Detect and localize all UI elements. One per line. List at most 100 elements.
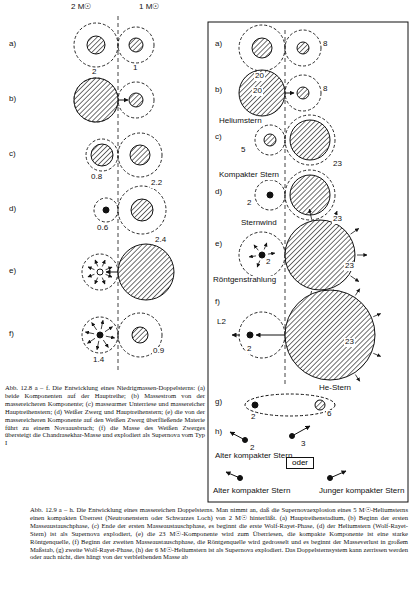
roche-lobe <box>239 312 285 358</box>
mass-stream <box>256 335 285 336</box>
figure-label: L2 <box>216 318 227 327</box>
ray <box>105 327 113 332</box>
roche-lobe <box>74 23 118 67</box>
figure-label: 20 <box>252 87 263 96</box>
ray <box>106 336 115 338</box>
ray <box>106 267 112 270</box>
ray <box>92 322 97 330</box>
ray <box>106 274 112 277</box>
ray <box>101 320 103 329</box>
figure-label: d) <box>8 205 17 214</box>
ray <box>103 340 108 348</box>
stellar-wind <box>309 209 311 219</box>
roche-lobe <box>82 254 118 290</box>
ray <box>97 341 99 350</box>
figure-label: 2.4 <box>154 236 167 245</box>
roche-lobe <box>86 139 118 171</box>
mass-stream <box>118 100 128 101</box>
figure-label: 2 <box>250 413 256 422</box>
figure-label: 6 <box>326 410 332 419</box>
roche-lobe <box>285 75 321 111</box>
figure-label: Heliumstern <box>218 117 263 126</box>
figure-label: c) <box>8 150 17 159</box>
figure-label: e) <box>214 240 223 249</box>
figure-label: 2 <box>91 68 97 77</box>
figure-label: 1 M☉ <box>138 3 160 12</box>
figure-label: 23 <box>344 338 355 347</box>
roche-lobe <box>118 27 154 63</box>
star <box>264 134 276 146</box>
white-dwarf <box>97 269 103 275</box>
figure-label: g) <box>214 398 223 407</box>
figure-label: 0.6 <box>96 224 109 233</box>
mass-stream <box>285 93 294 94</box>
roche-lobe <box>118 82 154 118</box>
ray <box>254 245 258 250</box>
roche-lobe <box>255 180 285 210</box>
stellar-wind <box>357 255 367 256</box>
figure-label: Junger kompakter Stern <box>318 487 405 496</box>
star <box>74 78 118 122</box>
figure-label: Röntgenstrahlung <box>212 276 277 285</box>
ray <box>257 261 260 268</box>
star <box>91 144 113 166</box>
star <box>285 290 375 380</box>
ray <box>249 256 256 257</box>
stellar-wind <box>355 289 359 296</box>
compact-star <box>247 332 253 338</box>
figure-label: Kompakter Stern <box>218 171 280 180</box>
alternative-box: oder <box>286 457 314 470</box>
star <box>315 400 325 410</box>
ray <box>87 338 95 343</box>
roche-lobe <box>255 125 285 155</box>
orbit <box>245 394 335 416</box>
figure-label: 8 <box>322 40 328 49</box>
ray <box>95 278 98 284</box>
figure-label: d) <box>214 188 223 197</box>
stellar-wind <box>373 314 380 317</box>
figure-label: h) <box>214 428 223 437</box>
star <box>129 38 143 52</box>
star <box>290 175 330 215</box>
roche-lobe <box>239 25 285 71</box>
figure-label: b) <box>214 86 223 95</box>
star <box>118 244 174 300</box>
compact-star <box>103 207 109 213</box>
figure-label: Alter kompakter Stern <box>212 487 291 496</box>
figure-caption: Abb. 12.8 a – f. Die Entwicklung eines N… <box>5 384 205 447</box>
compact-star <box>252 402 258 408</box>
velocity-arrow <box>292 426 310 436</box>
ray <box>95 260 98 266</box>
velocity-arrow <box>330 471 346 478</box>
figure-label: 23 <box>344 262 355 271</box>
figure-label: 20 <box>254 72 265 81</box>
star <box>297 42 309 54</box>
mass-stream <box>106 272 118 273</box>
figure-label: 1.4 <box>92 356 105 365</box>
star <box>132 327 148 343</box>
star <box>297 87 309 99</box>
roche-lobe <box>285 30 321 66</box>
roche-lobe <box>239 232 285 278</box>
stellar-wind <box>373 353 380 356</box>
figure-label: 5 <box>240 146 246 155</box>
stellar-wind <box>355 375 359 382</box>
figure-label: Sternwind <box>240 219 278 228</box>
figure-label: 0.8 <box>90 173 103 182</box>
star <box>131 199 153 221</box>
star <box>129 93 143 107</box>
figure-label: e) <box>8 267 17 276</box>
ray <box>264 243 267 250</box>
figure-caption: Abb. 12.9 a – h. Die Entwicklung eines m… <box>30 506 408 561</box>
outflow-l2 <box>232 335 240 336</box>
figure-label: Alter kompakter Stern <box>214 452 293 461</box>
star <box>87 36 105 54</box>
compact-star <box>97 332 103 338</box>
star <box>239 70 285 116</box>
star <box>285 220 355 290</box>
ray <box>88 267 94 270</box>
figure-label: 2 <box>265 258 271 267</box>
stellar-wind <box>351 228 359 234</box>
figure-label: f) <box>214 298 221 307</box>
figure-label: 1 <box>132 64 138 73</box>
